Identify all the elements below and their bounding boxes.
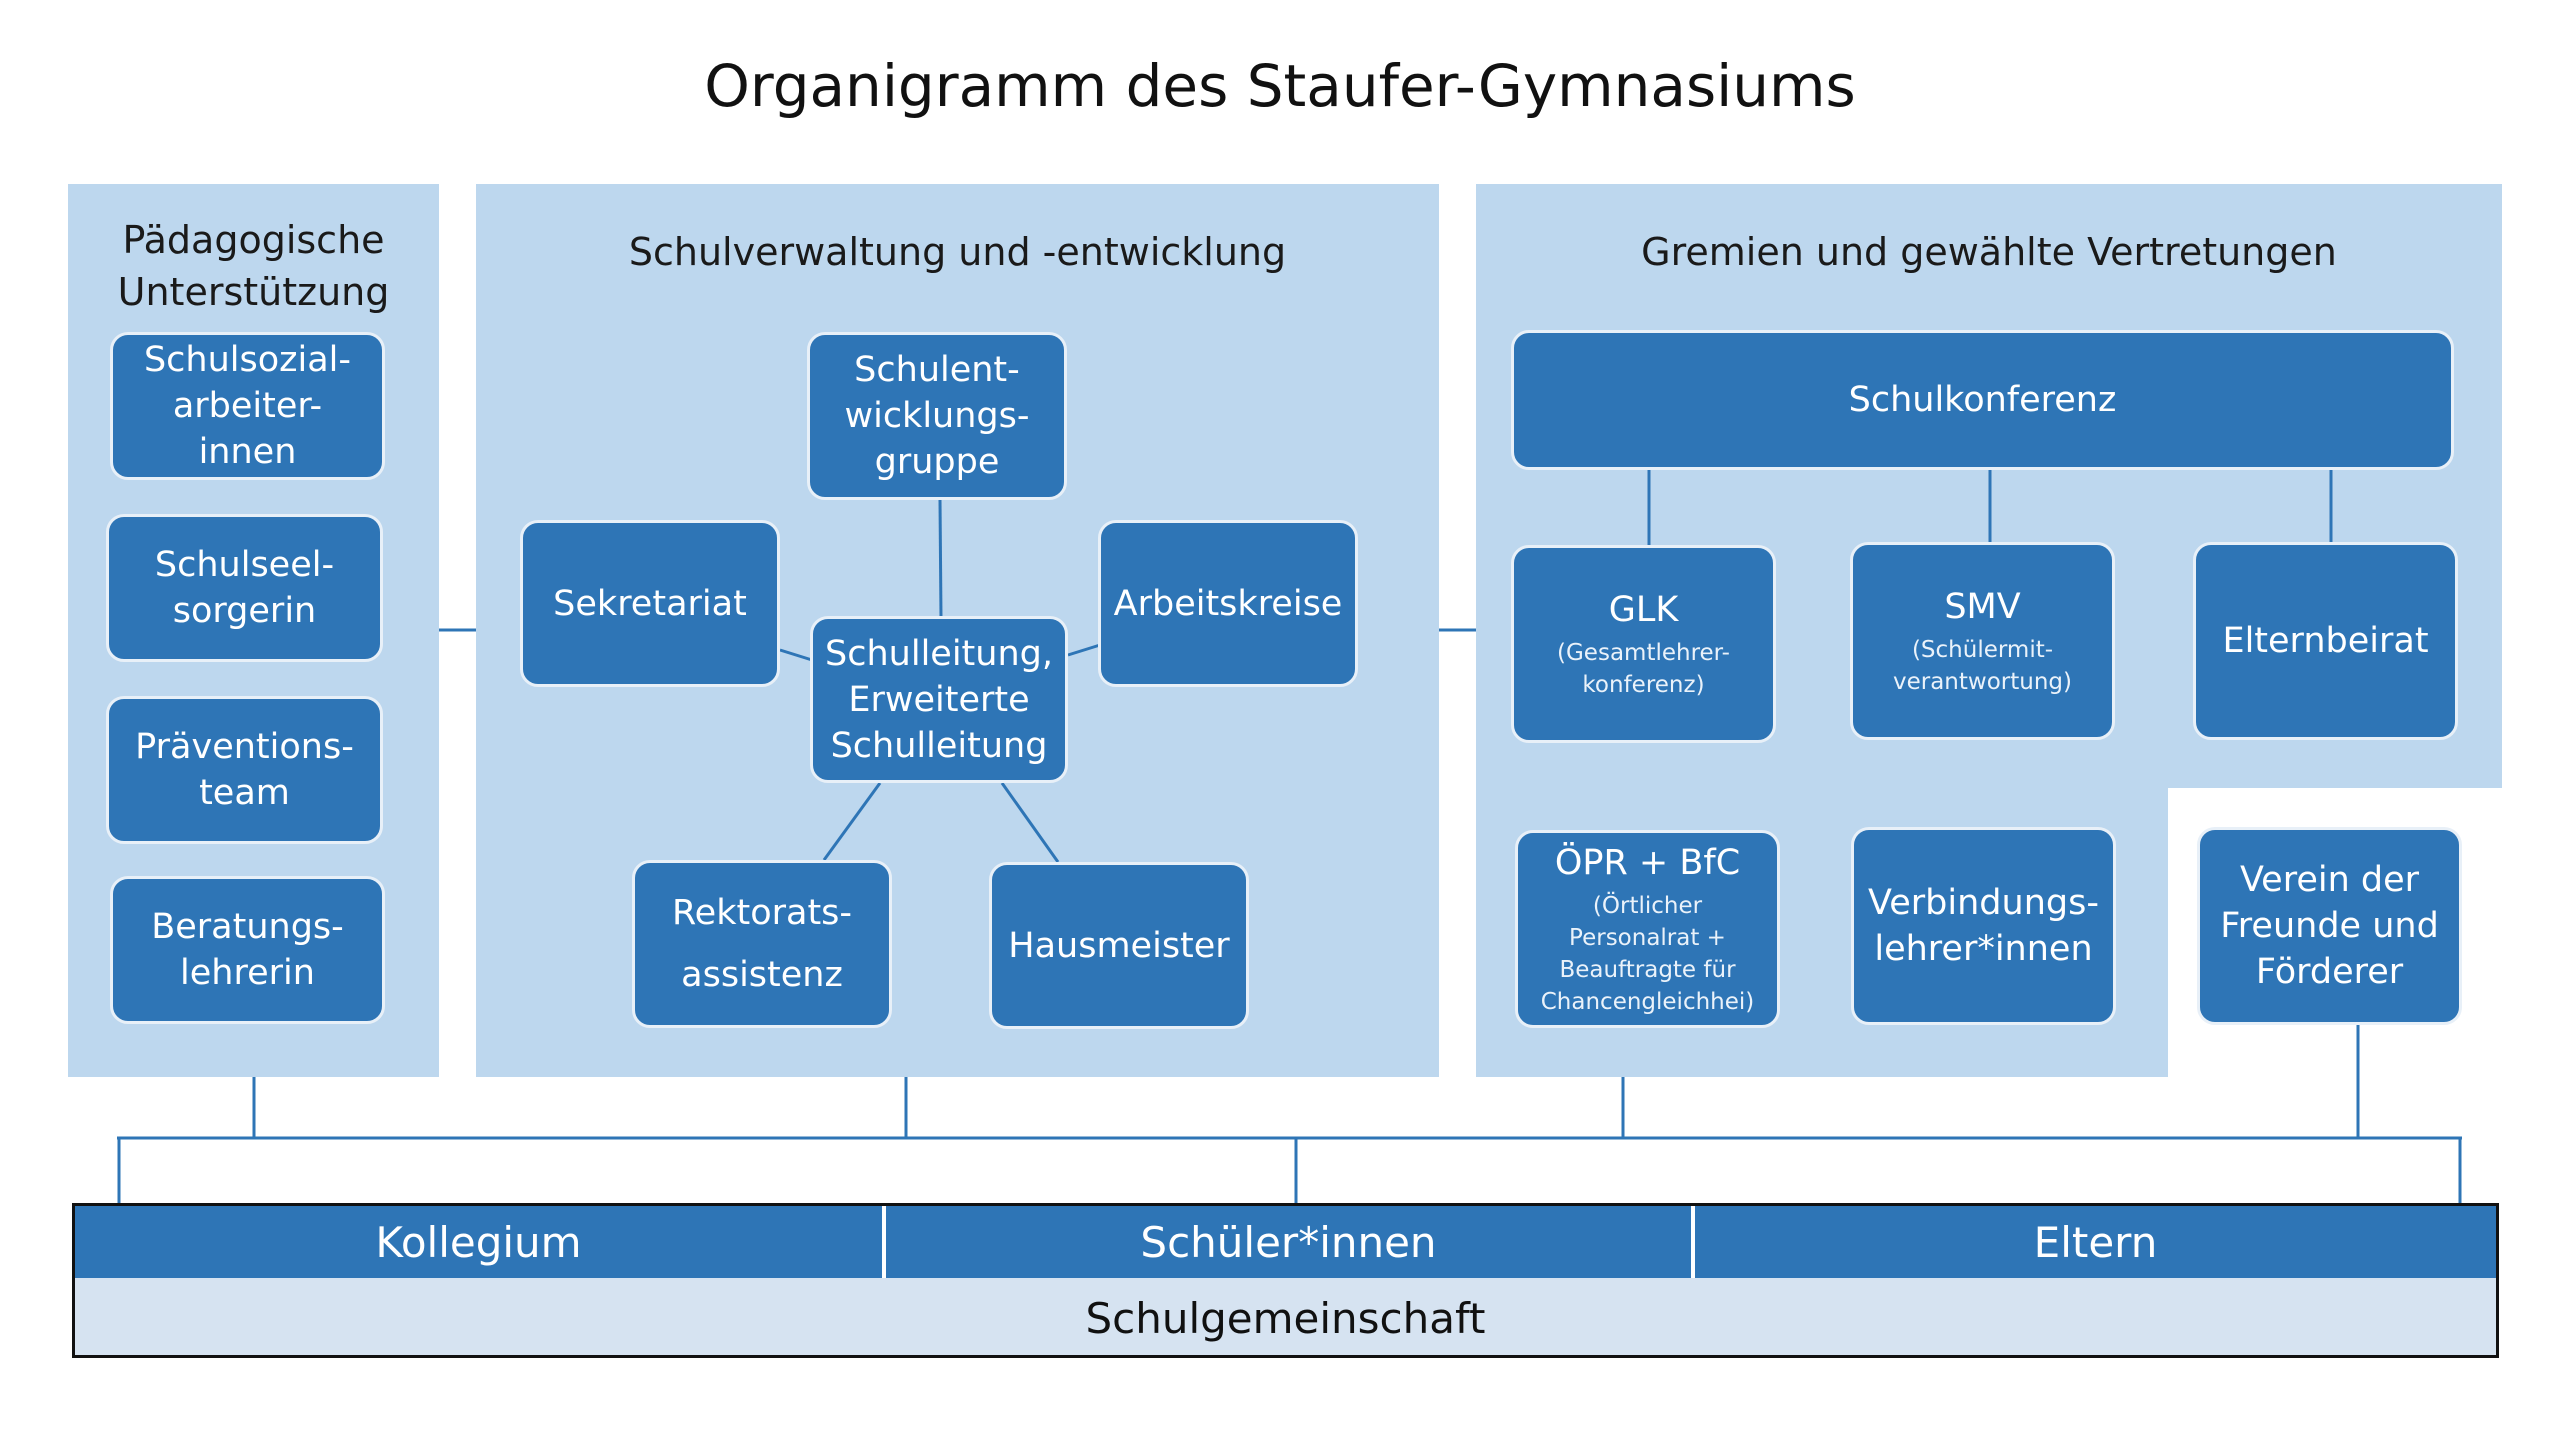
divider — [882, 1206, 886, 1278]
box-sekretariat[interactable]: Sekretariat — [520, 520, 780, 687]
box-label: Sekretariat — [553, 583, 747, 624]
box-sublabel: (Örtlicher Personalrat + Beauftragte für… — [1540, 893, 1755, 1015]
box-label: Schulleitung, Erweiterte Schulleitung — [825, 633, 1053, 766]
box-schulkonferenz[interactable]: Schulkonferenz — [1511, 330, 2454, 470]
box-label: Verein der Freunde und Förderer — [2220, 860, 2439, 992]
box-label: Schulsozial- arbeiter- innen — [143, 340, 352, 472]
group-kollegium[interactable]: Kollegium — [75, 1206, 882, 1278]
box-label: Verbindungs- lehrer*innen — [1868, 883, 2099, 969]
box-label: Elternbeirat — [2222, 621, 2429, 661]
box-schulsozialarbeiter[interactable]: Schulsozial- arbeiter- innen — [110, 332, 385, 480]
box-label: Hausmeister — [1008, 925, 1230, 966]
box-praeventionsteam[interactable]: Präventions- team — [106, 696, 383, 844]
box-label: Präventions- team — [135, 727, 354, 813]
panel-title: Pädagogische Unterstützung — [117, 218, 390, 314]
box-schulentwicklungsgruppe[interactable]: Schulent- wicklungs- gruppe — [807, 332, 1067, 500]
page-title: Organigramm des Staufer-Gymnasiums — [704, 52, 1856, 120]
box-label: GLK — [1608, 590, 1679, 630]
box-elternbeirat[interactable]: Elternbeirat — [2193, 542, 2458, 740]
box-verein-freunde-foerderer[interactable]: Verein der Freunde und Förderer — [2197, 827, 2462, 1025]
connector-center-arbeitskreise — [1067, 643, 1101, 657]
box-smv[interactable]: SMV (Schülermit- verantwortung) — [1850, 542, 2115, 740]
panel-title: Schulverwaltung und -entwicklung — [628, 230, 1287, 274]
box-label: Schulkonferenz — [1848, 380, 2117, 420]
box-oepr-bfc[interactable]: ÖPR + BfC (Örtlicher Personalrat + Beauf… — [1515, 830, 1780, 1028]
connector-center-rektorat — [822, 782, 882, 861]
box-sublabel: (Schülermit- verantwortung) — [1893, 637, 2072, 695]
box-label: Rektorats- assistenz — [671, 893, 853, 995]
box-schulleitung[interactable]: Schulleitung, Erweiterte Schulleitung — [810, 616, 1068, 783]
box-rektoratsassistenz[interactable]: Rektorats- assistenz — [632, 860, 892, 1028]
box-label: Arbeitskreise — [1113, 583, 1343, 624]
box-hausmeister[interactable]: Hausmeister — [989, 862, 1249, 1029]
box-label: SMV — [1944, 587, 2021, 627]
connector-center-entwicklung — [938, 499, 943, 619]
box-verbindungslehrer[interactable]: Verbindungs- lehrer*innen — [1851, 827, 2116, 1025]
group-eltern[interactable]: Eltern — [1695, 1206, 2496, 1278]
box-label: Beratungs- lehrerin — [151, 907, 344, 993]
connector-center-hausmeister — [1000, 782, 1060, 863]
box-sublabel: (Gesamtlehrer- konferenz) — [1557, 640, 1730, 698]
group-schueler[interactable]: Schüler*innen — [886, 1206, 1691, 1278]
box-schulseelsorgerin[interactable]: Schulseel- sorgerin — [106, 514, 383, 662]
schulgemeinschaft-frame: Kollegium Schüler*innen Eltern Schulgeme… — [72, 1203, 2499, 1358]
connector-center-sekretariat — [779, 648, 813, 662]
box-label: Schulseel- sorgerin — [154, 545, 335, 631]
panel-title: Gremien und gewählte Vertretungen — [1641, 230, 2337, 274]
box-label: Schulent- wicklungs- gruppe — [844, 350, 1030, 482]
box-glk[interactable]: GLK (Gesamtlehrer- konferenz) — [1511, 545, 1776, 743]
box-beratungslehrerin[interactable]: Beratungs- lehrerin — [110, 876, 385, 1024]
box-label: ÖPR + BfC — [1554, 843, 1741, 883]
divider — [1691, 1206, 1695, 1278]
box-arbeitskreise[interactable]: Arbeitskreise — [1098, 520, 1358, 687]
schulgemeinschaft-label: Schulgemeinschaft — [1085, 1293, 1486, 1343]
